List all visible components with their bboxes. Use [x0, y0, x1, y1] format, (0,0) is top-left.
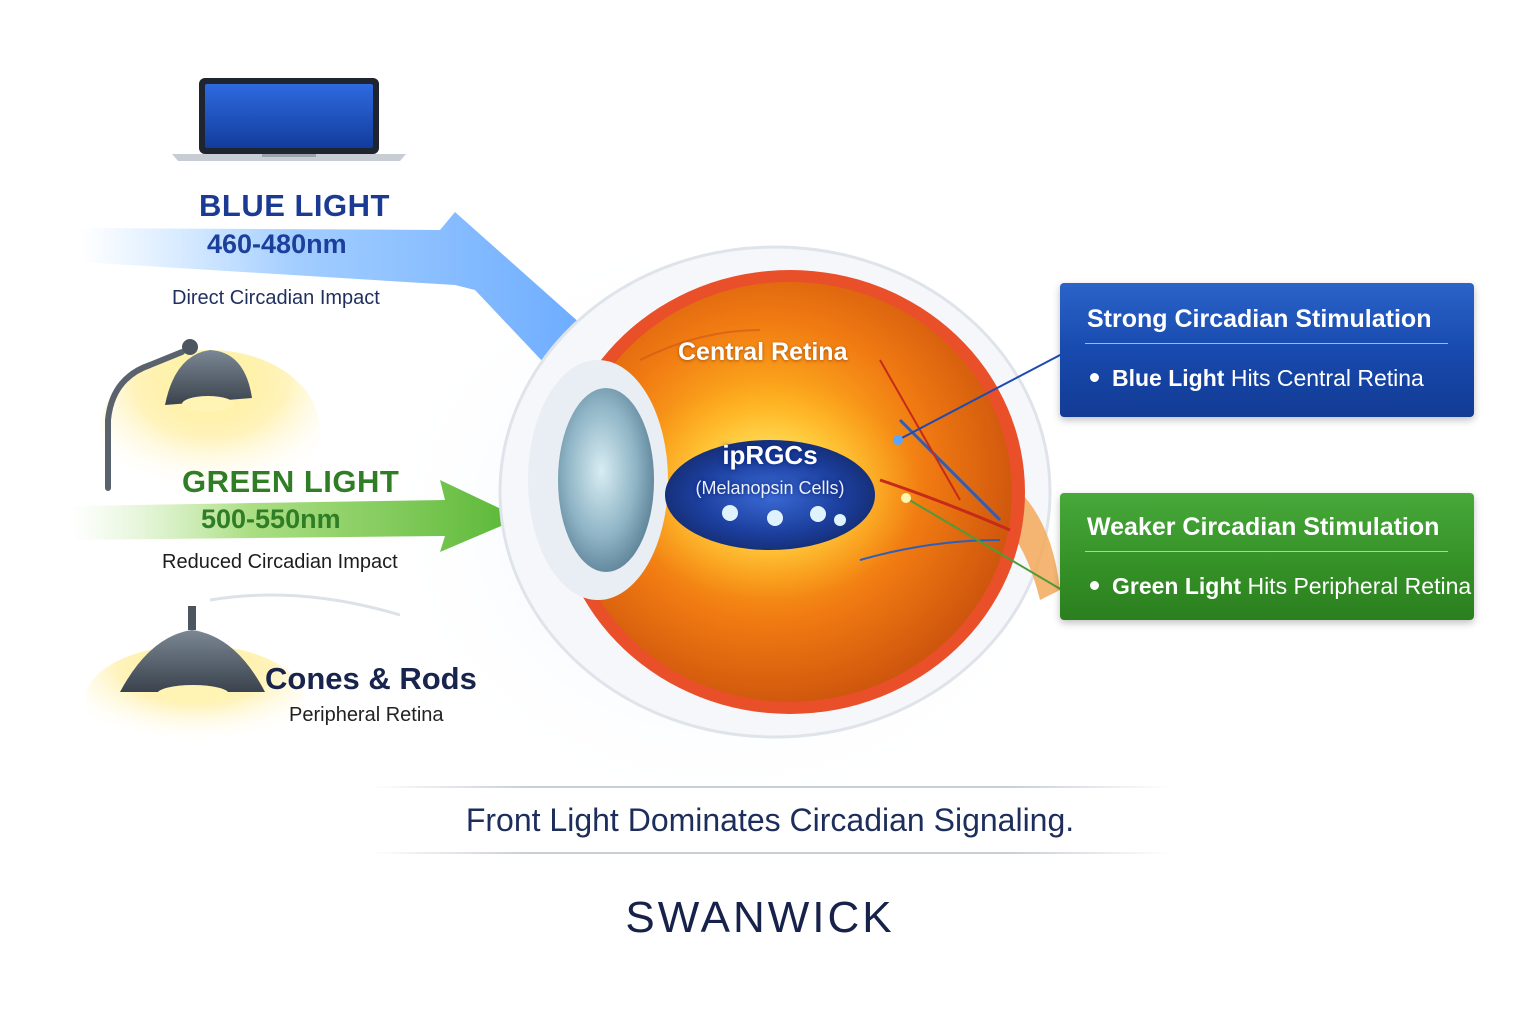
weak-stimulation-panel: Weaker Circadian Stimulation Green Light…: [1060, 493, 1474, 620]
laptop-icon: [172, 78, 406, 161]
green-light-title: GREEN LIGHT: [182, 464, 400, 499]
caption-bottom-rule: [370, 852, 1170, 854]
eye-illustration: [498, 245, 1060, 739]
green-light-wavelength: 500-550nm: [201, 504, 341, 534]
desk-lamp-icon: [100, 339, 320, 510]
strong-panel-divider: [1085, 343, 1448, 344]
iprgc-subtitle: (Melanopsin Cells): [695, 478, 845, 498]
blue-light-note: Direct Circadian Impact: [172, 287, 380, 309]
strong-bullet-bold: Blue Light: [1112, 365, 1225, 391]
strong-panel-bullet: Blue Light Hits Central Retina: [1090, 365, 1424, 392]
bullet-dot-icon: [1090, 373, 1099, 383]
caption-top-rule: [370, 786, 1170, 788]
cones-rods-note: Peripheral Retina: [289, 704, 444, 726]
strong-bullet-rest: Hits Central Retina: [1224, 365, 1424, 391]
weak-panel-divider: [1085, 551, 1448, 552]
cones-rods-title: Cones & Rods: [265, 661, 477, 696]
blue-light-wavelength: 460-480nm: [207, 229, 347, 259]
strong-panel-title: Strong Circadian Stimulation: [1087, 305, 1432, 333]
iprgc-title: ipRGCs: [722, 440, 818, 470]
weak-bullet-bold: Green Light: [1112, 573, 1242, 599]
green-light-beam: [70, 480, 520, 552]
weak-panel-title: Weaker Circadian Stimulation: [1087, 513, 1440, 541]
caption: Front Light Dominates Circadian Signalin…: [465, 802, 1075, 838]
bullet-dot-icon: [1090, 581, 1099, 591]
connector-weak: [905, 497, 1063, 591]
blue-light-title: BLUE LIGHT: [199, 188, 390, 223]
central-retina-label: Central Retina: [678, 338, 848, 366]
connector-strong: [897, 353, 1063, 441]
ceiling-lamp-icon: [85, 593, 401, 755]
brand-logo: SWANWICK: [625, 893, 895, 942]
weak-bullet-rest: Hits Peripheral Retina: [1241, 573, 1472, 599]
strong-stimulation-panel: Strong Circadian Stimulation Blue Light …: [1060, 283, 1474, 417]
weak-panel-bullet: Green Light Hits Peripheral Retina: [1090, 573, 1471, 600]
green-light-note: Reduced Circadian Impact: [162, 551, 398, 573]
